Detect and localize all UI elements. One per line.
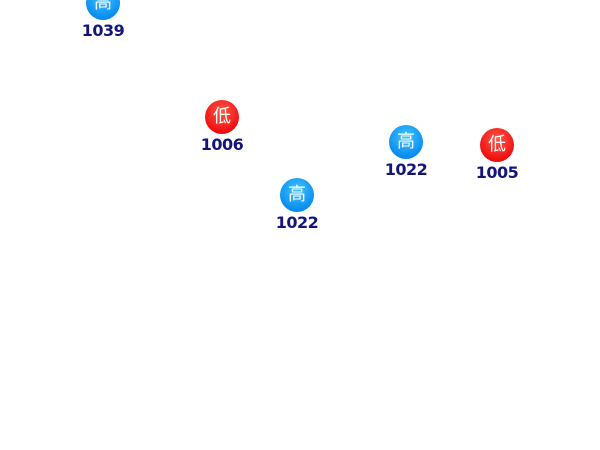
- pressure-value: 1006: [200, 135, 244, 154]
- low-pressure-marker[interactable]: 低 1006: [192, 100, 252, 156]
- high-pressure-icon: 高: [86, 0, 120, 20]
- high-pressure-marker[interactable]: 高 1039: [73, 0, 133, 42]
- pressure-value: 1022: [275, 213, 319, 232]
- low-pressure-icon: 低: [205, 100, 239, 134]
- high-pressure-marker[interactable]: 高 1022: [376, 125, 436, 181]
- pressure-value: 1022: [384, 160, 428, 179]
- low-pressure-marker[interactable]: 低 1005: [467, 128, 527, 184]
- pressure-value: 1039: [81, 21, 125, 40]
- high-pressure-marker[interactable]: 高 1022: [267, 178, 327, 234]
- pressure-value: 1005: [475, 163, 519, 182]
- high-pressure-icon: 高: [280, 178, 314, 212]
- high-pressure-icon: 高: [389, 125, 423, 159]
- low-pressure-icon: 低: [480, 128, 514, 162]
